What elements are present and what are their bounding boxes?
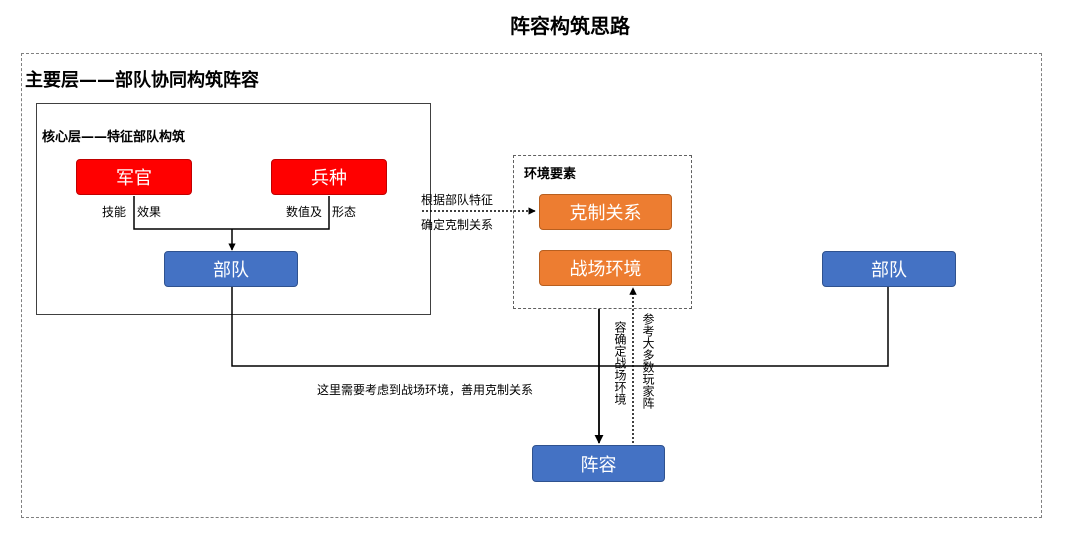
annotation-by-traits-2: 确定克制关系 (421, 218, 494, 232)
environment-frame (513, 155, 692, 309)
lineup-box: 阵容 (532, 445, 665, 482)
unit-box: 部队 (164, 251, 298, 287)
troop-type-box: 兵种 (271, 159, 387, 195)
troop-attr-form: 形态 (332, 205, 357, 219)
troop-attr-value: 数值及 (286, 205, 323, 219)
officer-attr-skill: 技能 (102, 205, 127, 219)
troop-connector (232, 196, 330, 230)
main-layer-label: 主要层——部队协同构筑阵容 (25, 70, 259, 91)
core-layer-frame (36, 103, 431, 315)
right-unit-box: 部队 (822, 251, 956, 287)
annotation-by-traits-1: 根据部队特征 (421, 193, 494, 207)
environment-label: 环境要素 (524, 167, 577, 182)
annotation-note: 这里需要考虑到战场环境，善用克制关系 (317, 383, 534, 397)
main-layer-frame (21, 53, 1042, 518)
page-title: 阵容构筑思路 (510, 14, 630, 38)
officer-attr-effect: 效果 (137, 205, 162, 219)
officer-box: 军官 (76, 159, 192, 195)
officer-connector (133, 196, 232, 230)
counter-relation-box: 克制关系 (539, 194, 672, 230)
annotation-determine: 容确定战场环境 (613, 321, 627, 405)
core-layer-label: 核心层——特征部队构筑 (42, 130, 186, 145)
main-connector (231, 287, 889, 367)
battlefield-box: 战场环境 (539, 250, 672, 286)
annotation-reference: 参考大多数玩家阵 (641, 313, 655, 409)
